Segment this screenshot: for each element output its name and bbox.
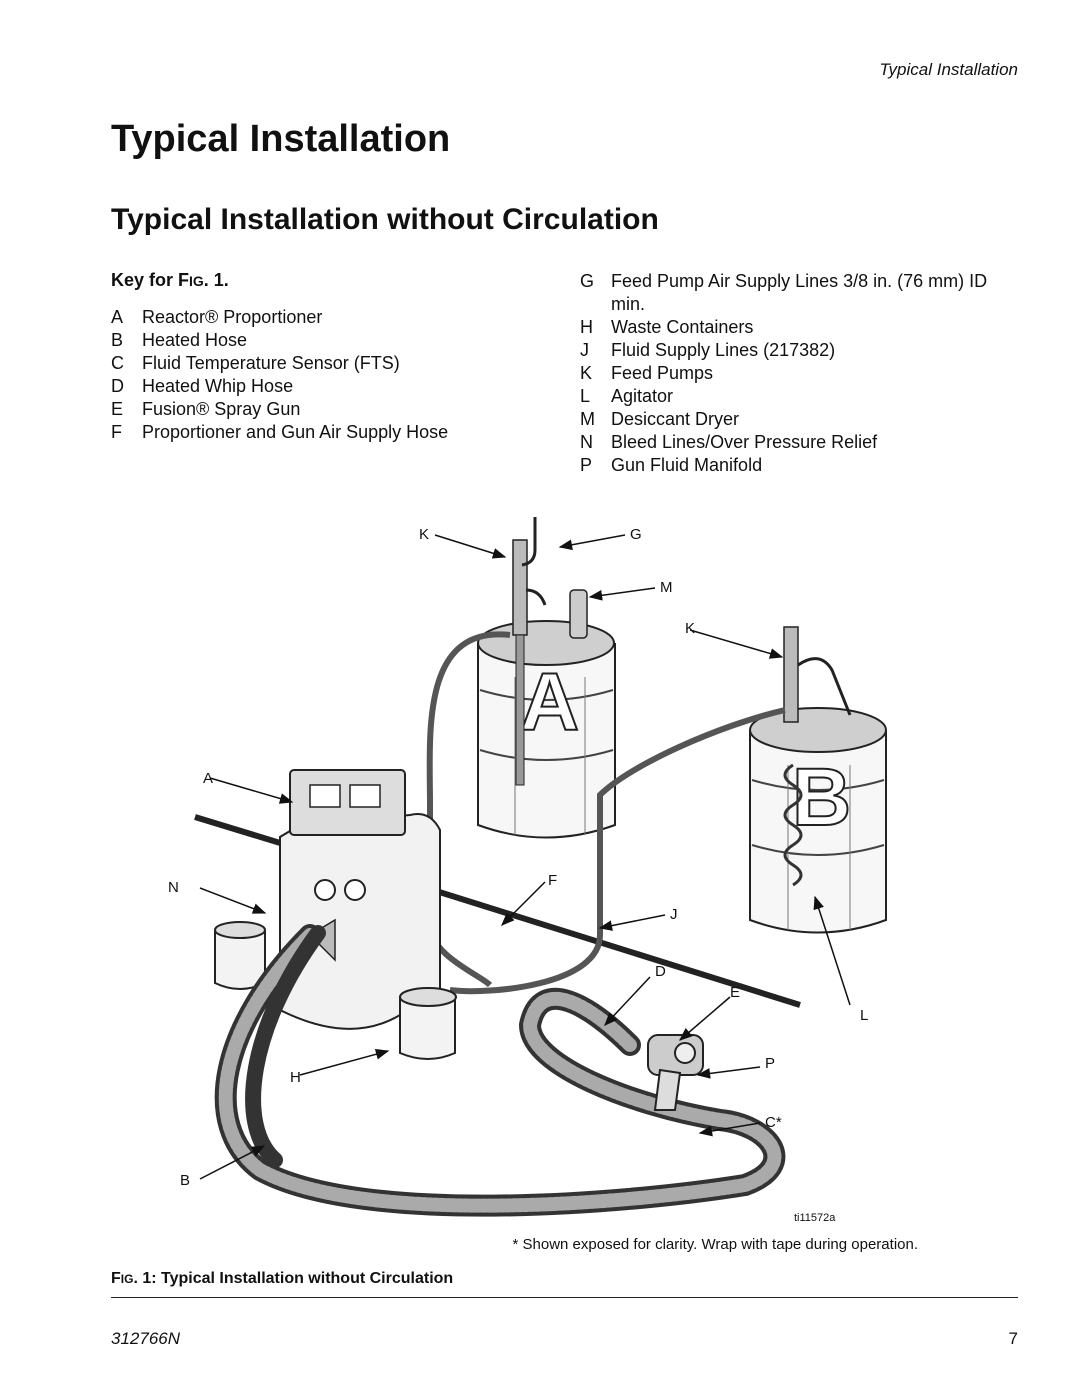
figure-caption: FIG. 1: Typical Installation without Cir…	[111, 1270, 454, 1287]
callout-d: D	[655, 963, 666, 980]
drum-a: A	[477, 539, 616, 839]
callout-e: E	[730, 984, 740, 1001]
proportioner	[279, 769, 441, 1030]
callout-b: B	[180, 1172, 190, 1189]
key-letter: J	[580, 340, 589, 360]
page-title: Typical Installation	[111, 118, 451, 160]
key-text: Reactor® Proportioner	[142, 307, 323, 327]
key-text: Fluid Supply Lines (217382)	[611, 340, 836, 360]
drum-b-letter: B	[792, 752, 851, 843]
key-item: A Reactor® Proportioner	[111, 306, 531, 329]
air-lines	[521, 517, 852, 716]
running-header: Typical Installation	[879, 60, 1018, 79]
key-text: Heated Hose	[142, 330, 248, 350]
key-letter: A	[111, 307, 124, 327]
image-id: ti11572a	[794, 1212, 836, 1224]
key-text: Waste Containers	[611, 317, 754, 337]
key-item: H Waste Containers	[580, 316, 1020, 339]
key-text: Bleed Lines/Over Pressure Relief	[611, 432, 878, 452]
figure-footnote: * Shown exposed for clarity. Wrap with t…	[512, 1236, 919, 1253]
key-text: Proportioner and Gun Air Supply Hose	[142, 422, 449, 442]
key-letter: K	[580, 363, 593, 383]
key-list-left: A Reactor® Proportioner B Heated Hose C Flu…	[111, 306, 531, 444]
fluid-supply-lines	[426, 631, 786, 995]
key-item: E Fusion® Spray Gun	[111, 398, 531, 421]
callout-k1: K	[419, 526, 429, 543]
key-item: K Feed Pumps	[580, 362, 1020, 385]
key-list-right: G Feed Pump Air Supply Lines 3/8 in. (76 …	[580, 270, 1020, 477]
key-letter: D	[111, 376, 124, 396]
page-number: 7	[1008, 1329, 1018, 1348]
key-item: P Gun Fluid Manifold	[580, 454, 1020, 477]
key-text: Gun Fluid Manifold	[611, 455, 763, 475]
key-item: D Heated Whip Hose	[111, 375, 531, 398]
section-title: Typical Installation without Circulation	[111, 203, 659, 236]
key-text: Heated Whip Hose	[142, 376, 294, 396]
callout-n: N	[168, 879, 179, 896]
key-letter: B	[111, 330, 124, 350]
footer-rule	[111, 1297, 1018, 1298]
heated-hose	[214, 924, 786, 1217]
callout-leaders	[199, 534, 851, 1180]
drum-a-letter: A	[520, 657, 579, 748]
key-letter: F	[111, 422, 122, 442]
key-letter: L	[580, 386, 591, 406]
key-letter: G	[580, 271, 595, 291]
drum-b: B	[749, 626, 887, 934]
key-text: Feed Pump Air Supply Lines 3/8 in. (76 m…	[611, 271, 988, 314]
key-item: B Heated Hose	[111, 329, 531, 352]
key-letter: C	[111, 353, 124, 373]
key-text: Feed Pumps	[611, 363, 714, 383]
callout-k2: K	[685, 620, 695, 637]
key-letter: N	[580, 432, 593, 452]
callout-c: C*	[765, 1114, 782, 1131]
key-title: Key for FIG. 1.	[111, 270, 229, 290]
callout-g: G	[630, 526, 642, 543]
waste-containers	[214, 921, 457, 1060]
callout-j: J	[670, 906, 678, 923]
key-item: M Desiccant Dryer	[580, 408, 1020, 431]
key-item: L Agitator	[580, 385, 1020, 408]
callout-h: H	[290, 1069, 301, 1086]
callout-l: L	[860, 1007, 868, 1024]
callout-a: A	[203, 770, 213, 787]
key-item: J Fluid Supply Lines (217382)	[580, 339, 1020, 362]
key-item: N Bleed Lines/Over Pressure Relief	[580, 431, 1020, 454]
installation-figure: A B	[160, 505, 900, 1230]
key-letter: M	[580, 409, 595, 429]
key-item: C Fluid Temperature Sensor (FTS)	[111, 352, 531, 375]
callout-m: M	[660, 579, 673, 596]
key-letter: P	[580, 455, 593, 475]
key-text: Fusion® Spray Gun	[142, 399, 301, 419]
key-text: Agitator	[611, 386, 674, 406]
key-text: Desiccant Dryer	[611, 409, 740, 429]
callout-f: F	[548, 872, 557, 889]
key-letter: H	[580, 317, 593, 337]
callout-p: P	[765, 1055, 775, 1072]
key-letter: E	[111, 399, 124, 419]
key-item: F Proportioner and Gun Air Supply Hose	[111, 421, 531, 444]
spray-gun	[647, 1034, 704, 1111]
key-item: G Feed Pump Air Supply Lines 3/8 in. (76 …	[580, 270, 1020, 316]
doc-number: 312766N	[111, 1329, 181, 1348]
key-text: Fluid Temperature Sensor (FTS)	[142, 353, 400, 373]
